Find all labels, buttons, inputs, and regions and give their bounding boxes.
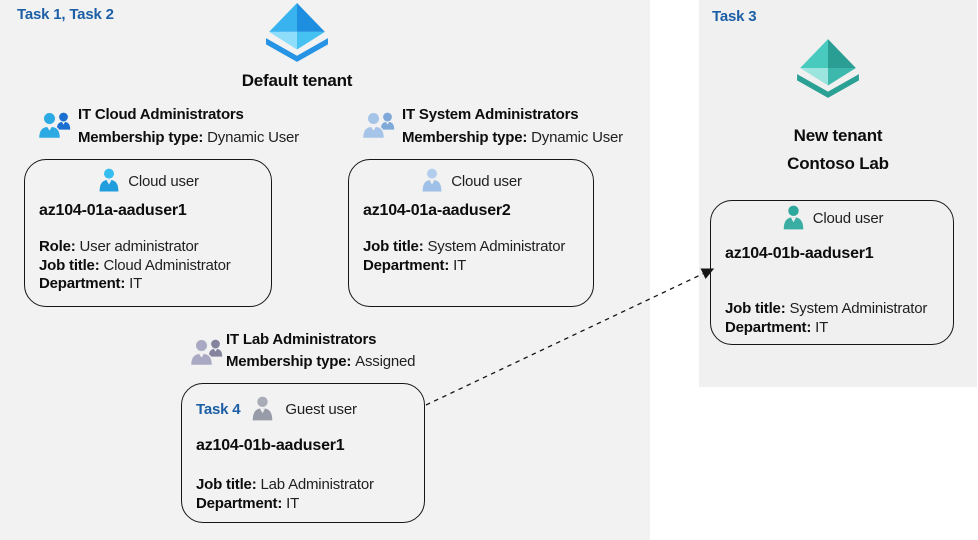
user-type-label: Cloud user xyxy=(128,172,199,190)
department-value: IT xyxy=(129,275,143,292)
group-membership: Membership type:Dynamic User xyxy=(78,129,299,146)
department-value: IT xyxy=(453,256,467,274)
new-tenant-line2: Contoso Lab xyxy=(787,154,889,173)
user-type-label: Cloud user xyxy=(812,210,884,227)
membership-type-value: Dynamic User xyxy=(207,129,299,146)
default-tenant-title: Default tenant xyxy=(241,71,353,90)
job-title-value: Lab Administrator xyxy=(260,476,375,493)
department-label: Department: xyxy=(725,318,812,336)
user-details: Job title:System Administrator Departmen… xyxy=(725,300,927,337)
new-tenant-line1: New tenant xyxy=(793,126,883,145)
user-type-row: Cloud user xyxy=(349,168,593,194)
job-title-label: Job title: xyxy=(363,238,424,255)
user-details: Job title:Lab Administrator Department:I… xyxy=(196,476,374,513)
user-name: az104-01b-aaduser1 xyxy=(196,437,345,454)
task4-label: Task 4 xyxy=(196,401,241,418)
user-details: Job title:System Administrator Departmen… xyxy=(363,238,565,275)
default-tenant-region xyxy=(0,0,650,540)
membership-type-label: Membership type: xyxy=(78,129,204,146)
department-label: Department: xyxy=(39,275,126,292)
guest-user-card: Task 4 Guest user az104-01b-aaduser1 Job… xyxy=(181,383,425,523)
job-title-label: Job title: xyxy=(39,256,100,274)
cloud-user-icon xyxy=(420,168,444,194)
membership-type-value: Dynamic User xyxy=(531,129,623,146)
group-icon xyxy=(361,109,397,139)
membership-type-label: Membership type: xyxy=(226,353,352,370)
job-title-value: System Administrator xyxy=(427,238,566,255)
azure-ad-tenant-icon xyxy=(262,3,332,65)
cloud-user-icon xyxy=(97,168,121,194)
department-value: IT xyxy=(815,318,829,336)
group-name: IT System Administrators xyxy=(402,106,579,123)
group-name: IT Cloud Administrators xyxy=(78,106,244,123)
task12-label: Task 1, Task 2 xyxy=(17,6,114,23)
job-title-value: Cloud Administrator xyxy=(103,256,231,274)
job-title-value: System Administrator xyxy=(789,300,928,317)
user-details: Role:User administrator Job title:Cloud … xyxy=(39,238,231,294)
role-value: User administrator xyxy=(79,238,199,255)
user-type-label: Guest user xyxy=(285,401,357,418)
group-membership: Membership type:Assigned xyxy=(226,353,415,370)
group-icon xyxy=(189,336,225,366)
membership-type-value: Assigned xyxy=(355,353,416,370)
user-name: az104-01b-aaduser1 xyxy=(725,245,874,262)
department-value: IT xyxy=(286,494,300,512)
user-type-row: Task 4 Guest user xyxy=(182,396,424,423)
group-name: IT Lab Administrators xyxy=(226,331,377,348)
user-card-aaduser1: Cloud user az104-01a-aaduser1 Role:User … xyxy=(24,159,272,307)
user-type-label: Cloud user xyxy=(451,172,522,190)
job-title-label: Job title: xyxy=(196,476,257,493)
membership-type-label: Membership type: xyxy=(402,129,528,146)
department-label: Department: xyxy=(363,256,450,274)
cloud-user-icon xyxy=(781,205,806,232)
user-type-row: Cloud user xyxy=(711,205,953,232)
role-label: Role: xyxy=(39,238,76,255)
job-title-label: Job title: xyxy=(725,300,786,317)
new-tenant-title: New tenant Contoso Lab xyxy=(738,122,938,178)
group-icon xyxy=(37,109,73,139)
guest-user-icon xyxy=(250,396,275,423)
user-card-aaduser2: Cloud user az104-01a-aaduser2 Job title:… xyxy=(348,159,594,307)
new-tenant-icon xyxy=(795,38,861,102)
department-label: Department: xyxy=(196,494,283,512)
user-name: az104-01a-aaduser2 xyxy=(363,202,511,219)
new-tenant-user-card: Cloud user az104-01b-aaduser1 Job title:… xyxy=(710,200,954,345)
group-membership: Membership type:Dynamic User xyxy=(402,129,623,146)
user-type-row: Cloud user xyxy=(25,168,271,194)
task3-label: Task 3 xyxy=(712,8,757,25)
user-name: az104-01a-aaduser1 xyxy=(39,202,187,219)
